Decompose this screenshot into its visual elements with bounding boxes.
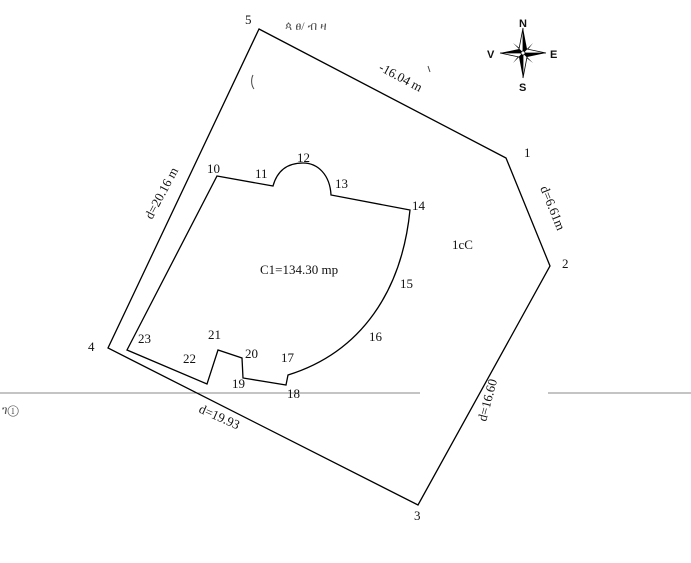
building-point-label: 18 <box>287 386 300 401</box>
building-point-label: 10 <box>207 161 220 176</box>
building-point-label: 13 <box>335 176 348 191</box>
top-caption: ጳ ፀ/ ብ ዛ <box>285 19 327 33</box>
compass-south-label: S <box>519 82 526 94</box>
parcel-boundary <box>107 28 551 506</box>
building-area-label: C1=134.30 mp <box>260 262 338 277</box>
building-point-label: 14 <box>412 198 426 213</box>
parcel-code-label: 1cC <box>452 237 473 252</box>
dimension-2-3: d=16.60 <box>474 377 500 423</box>
dimension-3-4: d=19.93 <box>197 401 242 432</box>
pencil-mark <box>251 74 255 90</box>
parcel-point-label: 3 <box>414 508 421 523</box>
dimension-5-1: -16.04 m <box>377 59 425 94</box>
building-point-label: 16 <box>369 329 383 344</box>
building-point-label: 17 <box>281 350 295 365</box>
compass-east-label: E <box>550 49 557 61</box>
pencil-tick <box>427 65 431 73</box>
parcel-point-label: 4 <box>88 339 95 354</box>
building-point-label: 22 <box>183 351 196 366</box>
side-mark: ገ① <box>2 403 19 417</box>
building-point-label: 15 <box>400 276 413 291</box>
compass-west-label: V <box>487 49 495 61</box>
building-point-label: 11 <box>255 166 268 181</box>
building-point-label: 20 <box>245 346 258 361</box>
compass-north-label: N <box>519 18 527 30</box>
compass-rose-icon <box>499 27 547 79</box>
dimension-1-2: d=6.61m <box>537 184 568 233</box>
parcel-point-label: 1 <box>524 145 531 160</box>
parcel-point-label: 5 <box>245 12 252 27</box>
building-outline <box>126 162 411 386</box>
parcel-point-label: 2 <box>562 256 569 271</box>
building-point-label: 12 <box>297 150 310 165</box>
building-point-label: 19 <box>232 376 245 391</box>
building-point-label: 23 <box>138 331 151 346</box>
dimension-4-5: d=20.16 m <box>141 165 181 222</box>
building-point-label: 21 <box>208 327 221 342</box>
